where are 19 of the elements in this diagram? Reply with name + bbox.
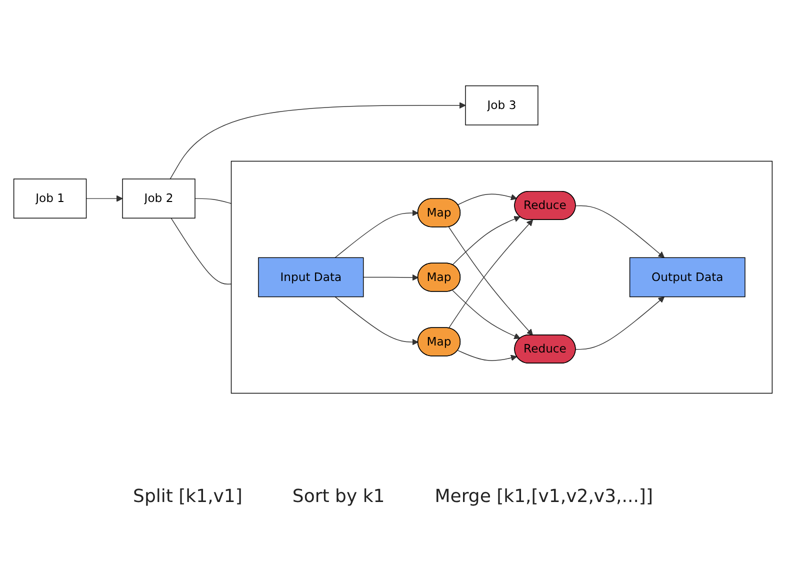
cluster <box>230 161 773 394</box>
arrow <box>452 216 520 266</box>
step-note: Sort by k1 <box>292 486 385 507</box>
arrow <box>457 194 518 206</box>
step-note: Merge [k1,[v1,v2,v3,...]] <box>434 486 653 507</box>
arrow <box>575 296 665 350</box>
arrow <box>170 102 466 180</box>
arrow <box>334 296 418 346</box>
node-box: Input Data <box>258 258 364 298</box>
arrow <box>452 290 520 340</box>
connector <box>194 198 232 204</box>
arrow <box>334 210 418 258</box>
arrow <box>457 350 518 362</box>
node-box: Output Data <box>629 258 746 298</box>
arrow <box>575 206 665 258</box>
connector <box>170 218 232 285</box>
arrow <box>86 196 123 202</box>
arrow <box>363 274 418 282</box>
step-note: Split [k1,v1] <box>133 486 242 507</box>
